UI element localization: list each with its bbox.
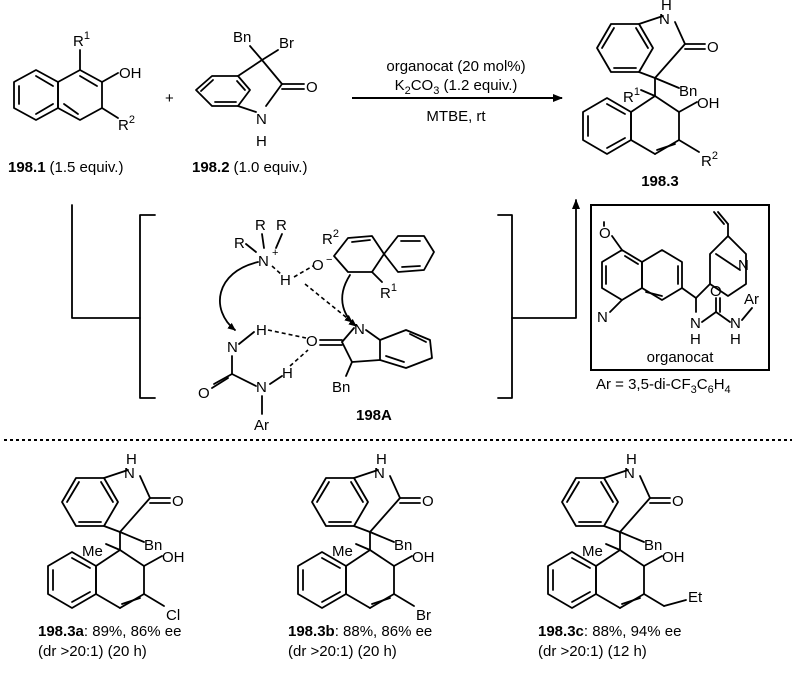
naphthol-198-1: R1 OH R2 bbox=[13, 30, 142, 134]
n-label: N bbox=[256, 111, 267, 128]
plus-sign: + bbox=[165, 90, 174, 107]
svg-text:Bn: Bn bbox=[394, 537, 412, 554]
svg-text:N: N bbox=[738, 257, 749, 274]
svg-text:R: R bbox=[276, 217, 287, 234]
r1-label: R1 bbox=[73, 30, 90, 50]
svg-text:O: O bbox=[672, 493, 684, 510]
svg-text:H: H bbox=[661, 0, 672, 14]
r2-label: R2 bbox=[118, 114, 135, 134]
svg-text:H: H bbox=[282, 365, 293, 382]
oxindole-198-2: Bn Br O N H bbox=[195, 29, 318, 150]
example-b-dr: (dr >20:1) (20 h) bbox=[288, 643, 397, 660]
svg-text:O: O bbox=[198, 385, 210, 402]
svg-text:R1: R1 bbox=[380, 282, 397, 302]
example-198-3c: N H O Bn Me OH Et bbox=[547, 451, 703, 609]
example-b-result: 198.3b: 88%, 86% ee bbox=[288, 623, 432, 640]
organocatalyst-structure: O N N H O N H Ar N bbox=[597, 211, 759, 348]
svg-text:N: N bbox=[227, 339, 238, 356]
transition-state-198A: R R R N + H O − R2 R1 N H O N bbox=[198, 217, 435, 434]
svg-text:OH: OH bbox=[412, 549, 435, 566]
example-a-result: 198.3a: 89%, 86% ee bbox=[38, 623, 181, 640]
svg-text:H: H bbox=[690, 331, 701, 348]
svg-text:+: + bbox=[272, 247, 278, 259]
product-198-3: N H O Bn R1 OH R2 bbox=[582, 0, 720, 170]
reactant-2-caption: 198.2(1.0 equiv.) bbox=[192, 159, 307, 176]
example-a-dr: (dr >20:1) (20 h) bbox=[38, 643, 147, 660]
svg-text:O: O bbox=[710, 283, 722, 300]
reactant-1-caption: 198.1(1.5 equiv.) bbox=[8, 159, 123, 176]
svg-text:R1: R1 bbox=[623, 86, 640, 106]
condition-solvent: MTBE, rt bbox=[426, 108, 486, 125]
flow-line-right bbox=[511, 199, 580, 319]
svg-text:N: N bbox=[258, 253, 269, 270]
svg-text:Me: Me bbox=[582, 543, 603, 560]
catalyst-name: organocat bbox=[647, 349, 715, 366]
flow-line-left bbox=[71, 204, 141, 319]
svg-text:H: H bbox=[376, 451, 387, 468]
svg-text:N: N bbox=[659, 11, 670, 28]
svg-text:H: H bbox=[730, 331, 741, 348]
svg-text:Me: Me bbox=[332, 543, 353, 560]
svg-text:Bn: Bn bbox=[332, 379, 350, 396]
svg-text:N: N bbox=[624, 465, 635, 482]
svg-text:O: O bbox=[707, 39, 719, 56]
svg-text:R2: R2 bbox=[322, 228, 339, 248]
svg-text:Me: Me bbox=[82, 543, 103, 560]
svg-text:Cl: Cl bbox=[166, 607, 180, 624]
bracket-right bbox=[497, 214, 513, 399]
o-label: O bbox=[306, 79, 318, 96]
bracket-left bbox=[139, 214, 156, 399]
svg-text:O: O bbox=[422, 493, 434, 510]
condition-catalyst: organocat (20 mol%) bbox=[386, 58, 525, 75]
svg-text:OH: OH bbox=[662, 549, 685, 566]
br-label: Br bbox=[279, 35, 294, 52]
svg-text:OH: OH bbox=[697, 95, 720, 112]
svg-text:Br: Br bbox=[416, 607, 431, 624]
svg-text:O: O bbox=[599, 225, 611, 242]
example-198-3b: N H O Bn Me OH Br bbox=[297, 451, 435, 624]
svg-text:O: O bbox=[312, 257, 324, 274]
svg-text:N: N bbox=[354, 321, 365, 338]
svg-text:O: O bbox=[306, 333, 318, 350]
svg-text:H: H bbox=[280, 272, 291, 289]
h-label: H bbox=[256, 133, 267, 150]
oh-label: OH bbox=[119, 65, 142, 82]
svg-text:Bn: Bn bbox=[144, 537, 162, 554]
svg-text:R: R bbox=[255, 217, 266, 234]
svg-text:−: − bbox=[326, 254, 332, 266]
example-198-3a: N H O Bn Me OH Cl bbox=[47, 451, 185, 624]
product-caption: 198.3 bbox=[641, 173, 679, 190]
svg-text:Bn: Bn bbox=[644, 537, 662, 554]
svg-text:N: N bbox=[374, 465, 385, 482]
bn-label: Bn bbox=[233, 29, 251, 46]
svg-text:H: H bbox=[126, 451, 137, 468]
ts-caption: 198A bbox=[356, 407, 392, 424]
svg-text:Ar: Ar bbox=[254, 417, 269, 434]
example-c-result: 198.3c: 88%, 94% ee bbox=[538, 623, 681, 640]
svg-text:R2: R2 bbox=[701, 150, 718, 170]
svg-text:OH: OH bbox=[162, 549, 185, 566]
svg-text:Et: Et bbox=[688, 589, 703, 606]
svg-text:N: N bbox=[124, 465, 135, 482]
example-c-dr: (dr >20:1) (12 h) bbox=[538, 643, 647, 660]
svg-text:N: N bbox=[597, 309, 608, 326]
svg-text:H: H bbox=[626, 451, 637, 468]
svg-text:N: N bbox=[730, 315, 741, 332]
catalyst-box bbox=[590, 204, 770, 371]
svg-text:Bn: Bn bbox=[679, 83, 697, 100]
svg-text:Ar: Ar bbox=[744, 291, 759, 308]
condition-base: K2CO3 (1.2 equiv.) bbox=[395, 77, 518, 97]
svg-text:R: R bbox=[234, 235, 245, 252]
svg-text:H: H bbox=[256, 322, 267, 339]
svg-text:O: O bbox=[172, 493, 184, 510]
svg-text:N: N bbox=[256, 379, 267, 396]
svg-text:N: N bbox=[690, 315, 701, 332]
catalyst-ar-definition: Ar = 3,5-di-CF3C6H4 bbox=[596, 376, 731, 396]
